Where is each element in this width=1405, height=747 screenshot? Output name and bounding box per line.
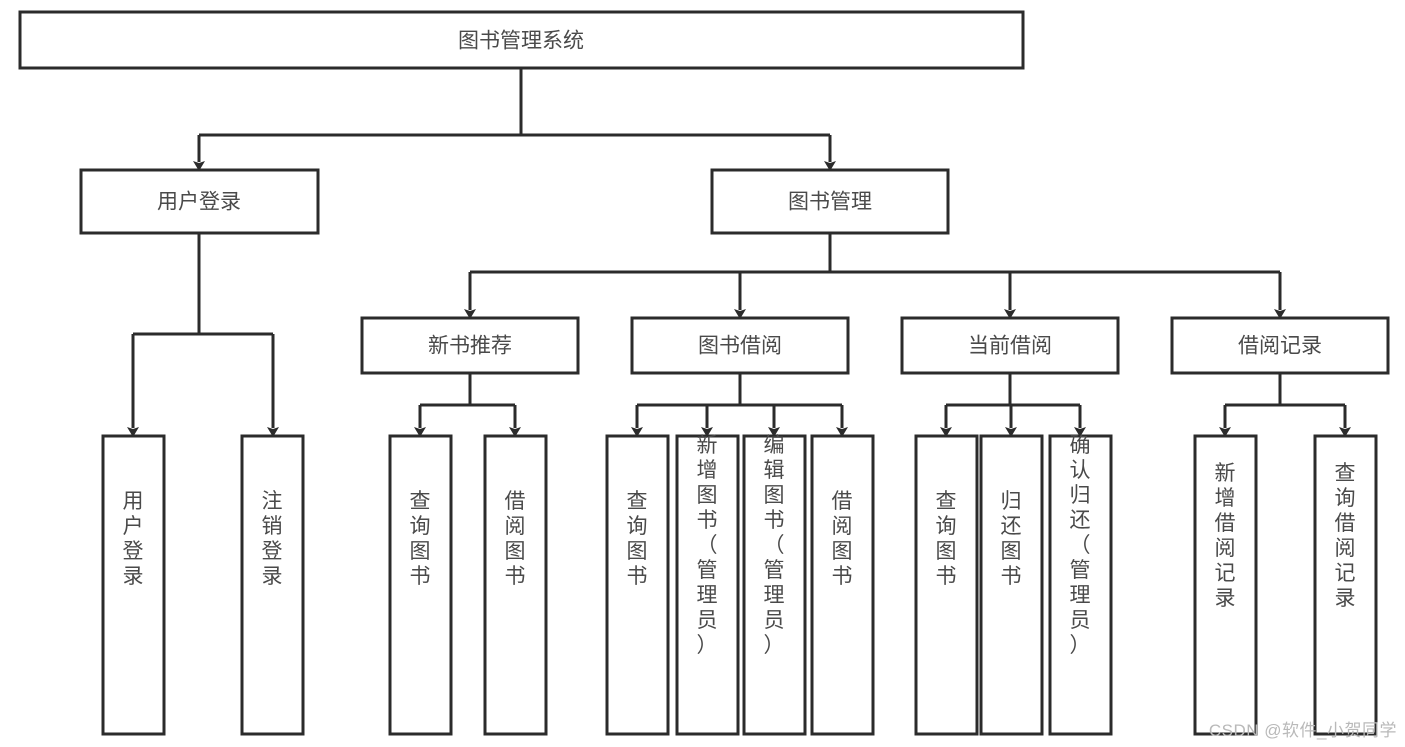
leaf-label: 确认归还（管理员）: [1070, 434, 1091, 657]
node-borrow-record-box[interactable]: [1170, 316, 1390, 375]
leaf-node[interactable]: 确认归还（管理员）: [1048, 434, 1113, 736]
node-root-label: 图书管理系统: [458, 30, 584, 53]
node-book-manage-label: 图书管理: [788, 191, 872, 214]
leaf-node[interactable]: 查询借阅记录: [1313, 434, 1378, 736]
leaf-box[interactable]: [605, 434, 670, 736]
leaf-box[interactable]: [101, 434, 166, 736]
leaf-label: 新增图书（管理员）: [697, 434, 718, 657]
leaf-label: 新增借阅记录: [1215, 462, 1236, 610]
leaf-label: 借阅图书: [832, 490, 853, 588]
leaf-node[interactable]: 借阅图书: [483, 434, 548, 736]
node-borrow-record[interactable]: 借阅记录: [1170, 316, 1390, 375]
node-current-borrow-label: 当前借阅: [968, 335, 1052, 358]
leaf-label: 归还图书: [1001, 490, 1022, 588]
leaf-label: 注销登录: [262, 490, 283, 588]
leaf-node[interactable]: 注销登录: [240, 434, 305, 736]
leaf-label: 用户登录: [123, 490, 144, 588]
leaf-node[interactable]: 归还图书: [979, 434, 1044, 736]
leaf-node[interactable]: 查询图书: [388, 434, 453, 736]
leaf-box[interactable]: [1193, 434, 1258, 736]
leaf-box[interactable]: [1313, 434, 1378, 736]
leaf-box[interactable]: [675, 434, 740, 736]
connector-layer: [127, 68, 1351, 437]
node-user-login-box[interactable]: [79, 168, 320, 235]
node-book-borrow[interactable]: 图书借阅: [630, 316, 850, 375]
node-new-book-recommend[interactable]: 新书推荐: [360, 316, 580, 375]
leaf-label: 查询图书: [627, 490, 648, 588]
node-user-login-label: 用户登录: [157, 191, 241, 214]
leaf-label: 编辑图书（管理员）: [764, 434, 785, 657]
leaf-label: 查询图书: [936, 490, 957, 588]
node-root-box[interactable]: [18, 10, 1025, 70]
leaf-box[interactable]: [483, 434, 548, 736]
node-book-manage[interactable]: 图书管理: [710, 168, 950, 235]
node-user-login[interactable]: 用户登录: [79, 168, 320, 235]
node-new-book-recommend-box[interactable]: [360, 316, 580, 375]
leaf-box[interactable]: [979, 434, 1044, 736]
node-book-manage-box[interactable]: [710, 168, 950, 235]
node-book-borrow-box[interactable]: [630, 316, 850, 375]
leaf-node[interactable]: 新增图书（管理员）: [675, 434, 740, 736]
leaf-node[interactable]: 用户登录: [101, 434, 166, 736]
node-current-borrow-box[interactable]: [900, 316, 1120, 375]
node-current-borrow[interactable]: 当前借阅: [900, 316, 1120, 375]
node-borrow-record-label: 借阅记录: [1238, 335, 1322, 358]
leaf-node[interactable]: 查询图书: [605, 434, 670, 736]
leaf-box[interactable]: [1048, 434, 1113, 736]
leaf-box[interactable]: [388, 434, 453, 736]
leaf-label: 查询图书: [410, 490, 431, 588]
node-new-book-recommend-label: 新书推荐: [428, 335, 512, 358]
leaf-node[interactable]: 查询图书: [914, 434, 979, 736]
node-root[interactable]: 图书管理系统: [18, 10, 1025, 70]
leaf-box[interactable]: [240, 434, 305, 736]
node-book-borrow-label: 图书借阅: [698, 335, 782, 358]
leaf-node[interactable]: 借阅图书: [810, 434, 875, 736]
leaf-node[interactable]: 新增借阅记录: [1193, 434, 1258, 736]
leaf-box[interactable]: [914, 434, 979, 736]
leaf-label: 查询借阅记录: [1335, 462, 1356, 610]
leaf-label: 借阅图书: [505, 490, 526, 588]
leaf-box[interactable]: [742, 434, 807, 736]
csdn-watermark: CSDN @软件_小贺同学: [1208, 721, 1397, 740]
leaf-node[interactable]: 编辑图书（管理员）: [742, 434, 807, 736]
leaf-box[interactable]: [810, 434, 875, 736]
